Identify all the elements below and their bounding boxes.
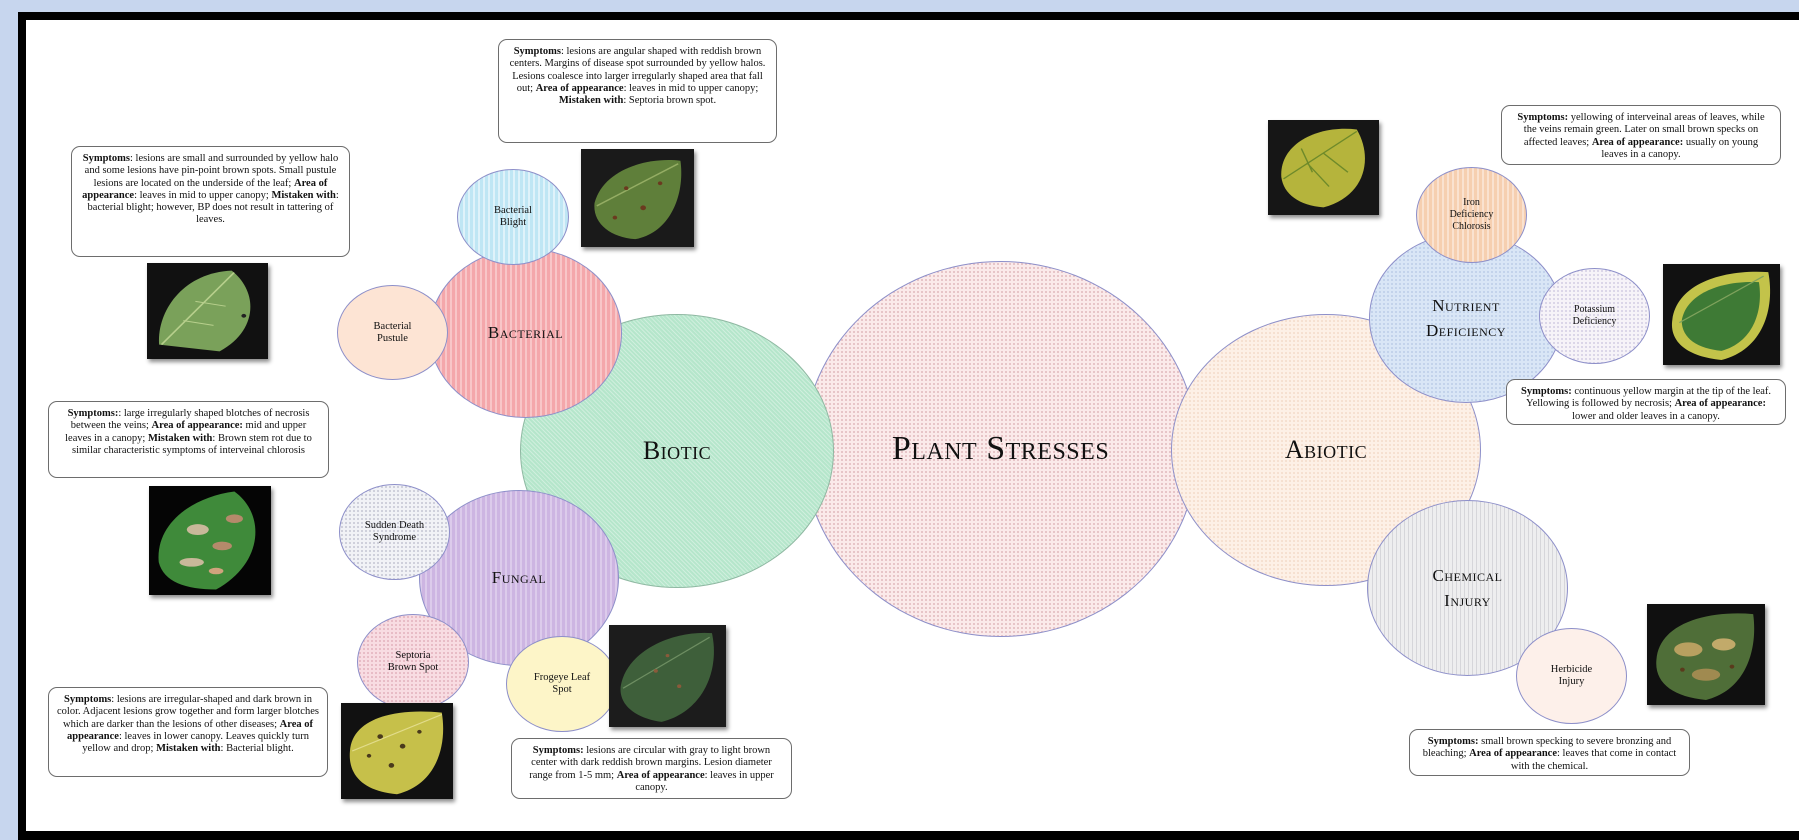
sudden-death-leaf-image — [149, 486, 271, 595]
herbicide-injury-circle: Herbicide Injury — [1516, 628, 1627, 724]
mistaken-label: Mistaken with — [271, 190, 335, 201]
bacterial-blight-circle: Bacterial Blight — [457, 169, 569, 265]
area-text: : leaves in mid to upper canopy; — [134, 190, 271, 201]
area-label: Area of appearance — [152, 420, 240, 431]
area-label: Area of appearance — [536, 83, 624, 94]
frogeye-leaf-spot-circle: Frogeye Leaf Spot — [506, 636, 618, 732]
iron-label: Iron Deficiency Chlorosis — [1442, 197, 1502, 233]
mistaken-label: Mistaken with — [156, 743, 220, 754]
symptoms-label: Symptoms — [533, 745, 580, 756]
fungal-label: Fungal — [492, 568, 546, 588]
nutrient-label-line2: Deficiency — [1426, 321, 1506, 340]
sudden-death-label: Sudden Death Syndrome — [355, 520, 435, 544]
bacterial-circle: Bacterial — [429, 248, 622, 418]
bacterial-blight-leaf-image — [581, 149, 694, 247]
mistaken-label: Mistaken with — [559, 95, 623, 106]
frogeye-description: Symptoms: lesions are circular with gray… — [511, 738, 792, 799]
herbicide-injury-description: Symptoms: small brown specking to severe… — [1409, 729, 1690, 776]
mistaken-label: Mistaken with — [148, 433, 212, 444]
chemical-label-line1: Chemical — [1432, 566, 1502, 585]
nutrient-label: Nutrient Deficiency — [1426, 293, 1506, 343]
septoria-brown-spot-circle: Septoria Brown Spot — [357, 614, 469, 710]
biotic-label: Biotic — [643, 436, 711, 466]
symptoms-label: Symptoms — [83, 153, 130, 164]
area-label: Area of appearance — [1675, 398, 1763, 409]
potassium-deficiency-circle: Potassium Deficiency — [1539, 268, 1650, 364]
chemical-label-line2: Injury — [1444, 591, 1491, 610]
potassium-label: Potassium Deficiency — [1565, 304, 1625, 328]
abiotic-label: Abiotic — [1285, 435, 1367, 465]
septoria-description: Symptoms: lesions are irregular-shaped a… — [48, 687, 328, 777]
frogeye-label: Frogeye Leaf Spot — [525, 672, 600, 696]
symptoms-label: Symptoms — [1428, 736, 1475, 747]
bacterial-pustule-leaf-image — [147, 263, 268, 359]
symptoms-label: Symptoms — [1521, 386, 1568, 397]
area-text: lower and older leaves in a canopy. — [1572, 411, 1720, 422]
area-label: Area of appearance — [1469, 748, 1557, 759]
bacterial-pustule-circle: Bacterial Pustule — [337, 285, 448, 380]
iron-deficiency-leaf-image — [1268, 120, 1379, 215]
symptoms-label: Symptoms — [64, 694, 111, 705]
bacterial-blight-description: Symptoms: lesions are angular shaped wit… — [498, 39, 777, 143]
sudden-death-syndrome-circle: Sudden Death Syndrome — [339, 484, 450, 580]
area-label-part2: appearance — [653, 770, 705, 781]
symptoms-label: Symptoms — [1517, 112, 1564, 123]
bacterial-blight-label: Bacterial Blight — [483, 205, 543, 229]
symptoms-label: Symptoms — [68, 408, 115, 419]
area-label-part1: Area of — [617, 770, 650, 781]
herbicide-label: Herbicide Injury — [1542, 664, 1602, 688]
sudden-death-description: Symptoms:: large irregularly shaped blot… — [48, 401, 329, 478]
iron-deficiency-description: Symptoms: yellowing of interveinal areas… — [1501, 105, 1781, 165]
potassium-deficiency-description: Symptoms: continuous yellow margin at th… — [1506, 379, 1786, 425]
area-label: Area of appearance — [1592, 137, 1680, 148]
nutrient-label-line1: Nutrient — [1432, 296, 1500, 315]
center-title: Plant Stresses — [892, 430, 1109, 468]
plant-stresses-circle: Plant Stresses — [803, 261, 1198, 637]
potassium-deficiency-leaf-image — [1663, 264, 1780, 365]
bacterial-pustule-description: Symptoms: lesions are small and surround… — [71, 146, 350, 257]
area-text: : leaves in mid to upper canopy; — [624, 83, 759, 94]
septoria-leaf-image — [341, 703, 453, 799]
mistaken-text: : Septoria brown spot. — [623, 95, 716, 106]
colon: : — [1762, 398, 1766, 409]
mistaken-text: : Bacterial blight. — [221, 743, 294, 754]
frogeye-leaf-image — [609, 625, 726, 727]
septoria-label: Septoria Brown Spot — [383, 650, 443, 674]
diagram-canvas: Plant Stresses Biotic Abiotic Bacterial … — [26, 20, 1799, 831]
symptoms-label: Symptoms — [514, 46, 561, 57]
bacterial-pustule-label: Bacterial Pustule — [363, 321, 423, 345]
bacterial-label: Bacterial — [488, 323, 563, 343]
iron-deficiency-circle: Iron Deficiency Chlorosis — [1416, 167, 1527, 263]
herbicide-injury-leaf-image — [1647, 604, 1765, 705]
chemical-label: Chemical Injury — [1432, 563, 1502, 613]
